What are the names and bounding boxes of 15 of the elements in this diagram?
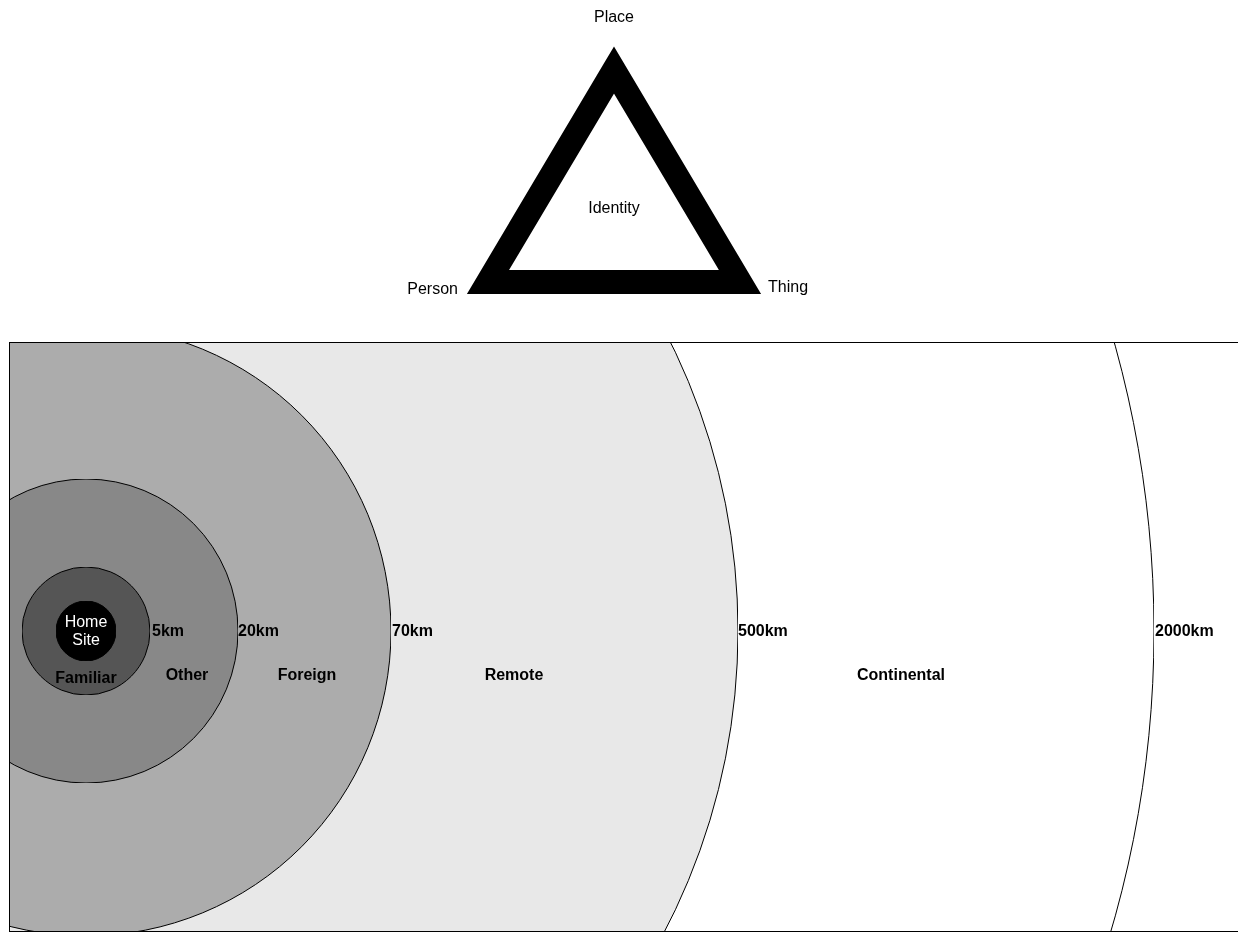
vertex-label: Place xyxy=(594,8,634,26)
distance-label: 5km xyxy=(152,622,185,640)
zone-label: Other xyxy=(164,666,210,684)
vertex-label: Thing xyxy=(768,278,809,296)
zone-label: Familiar xyxy=(54,669,118,687)
center-label: Identity xyxy=(587,199,641,217)
zone-label: Foreign xyxy=(276,666,338,684)
distance-label: 70km xyxy=(392,622,433,640)
zone-label: Remote xyxy=(483,666,545,684)
zone-label: Home Site xyxy=(63,613,109,649)
distance-label: 2000km xyxy=(1155,622,1214,640)
zone-label: Continental xyxy=(856,666,946,684)
distance-label: 20km xyxy=(238,622,279,640)
distance-label: 500km xyxy=(738,622,788,640)
vertex-label: Person xyxy=(407,280,458,298)
